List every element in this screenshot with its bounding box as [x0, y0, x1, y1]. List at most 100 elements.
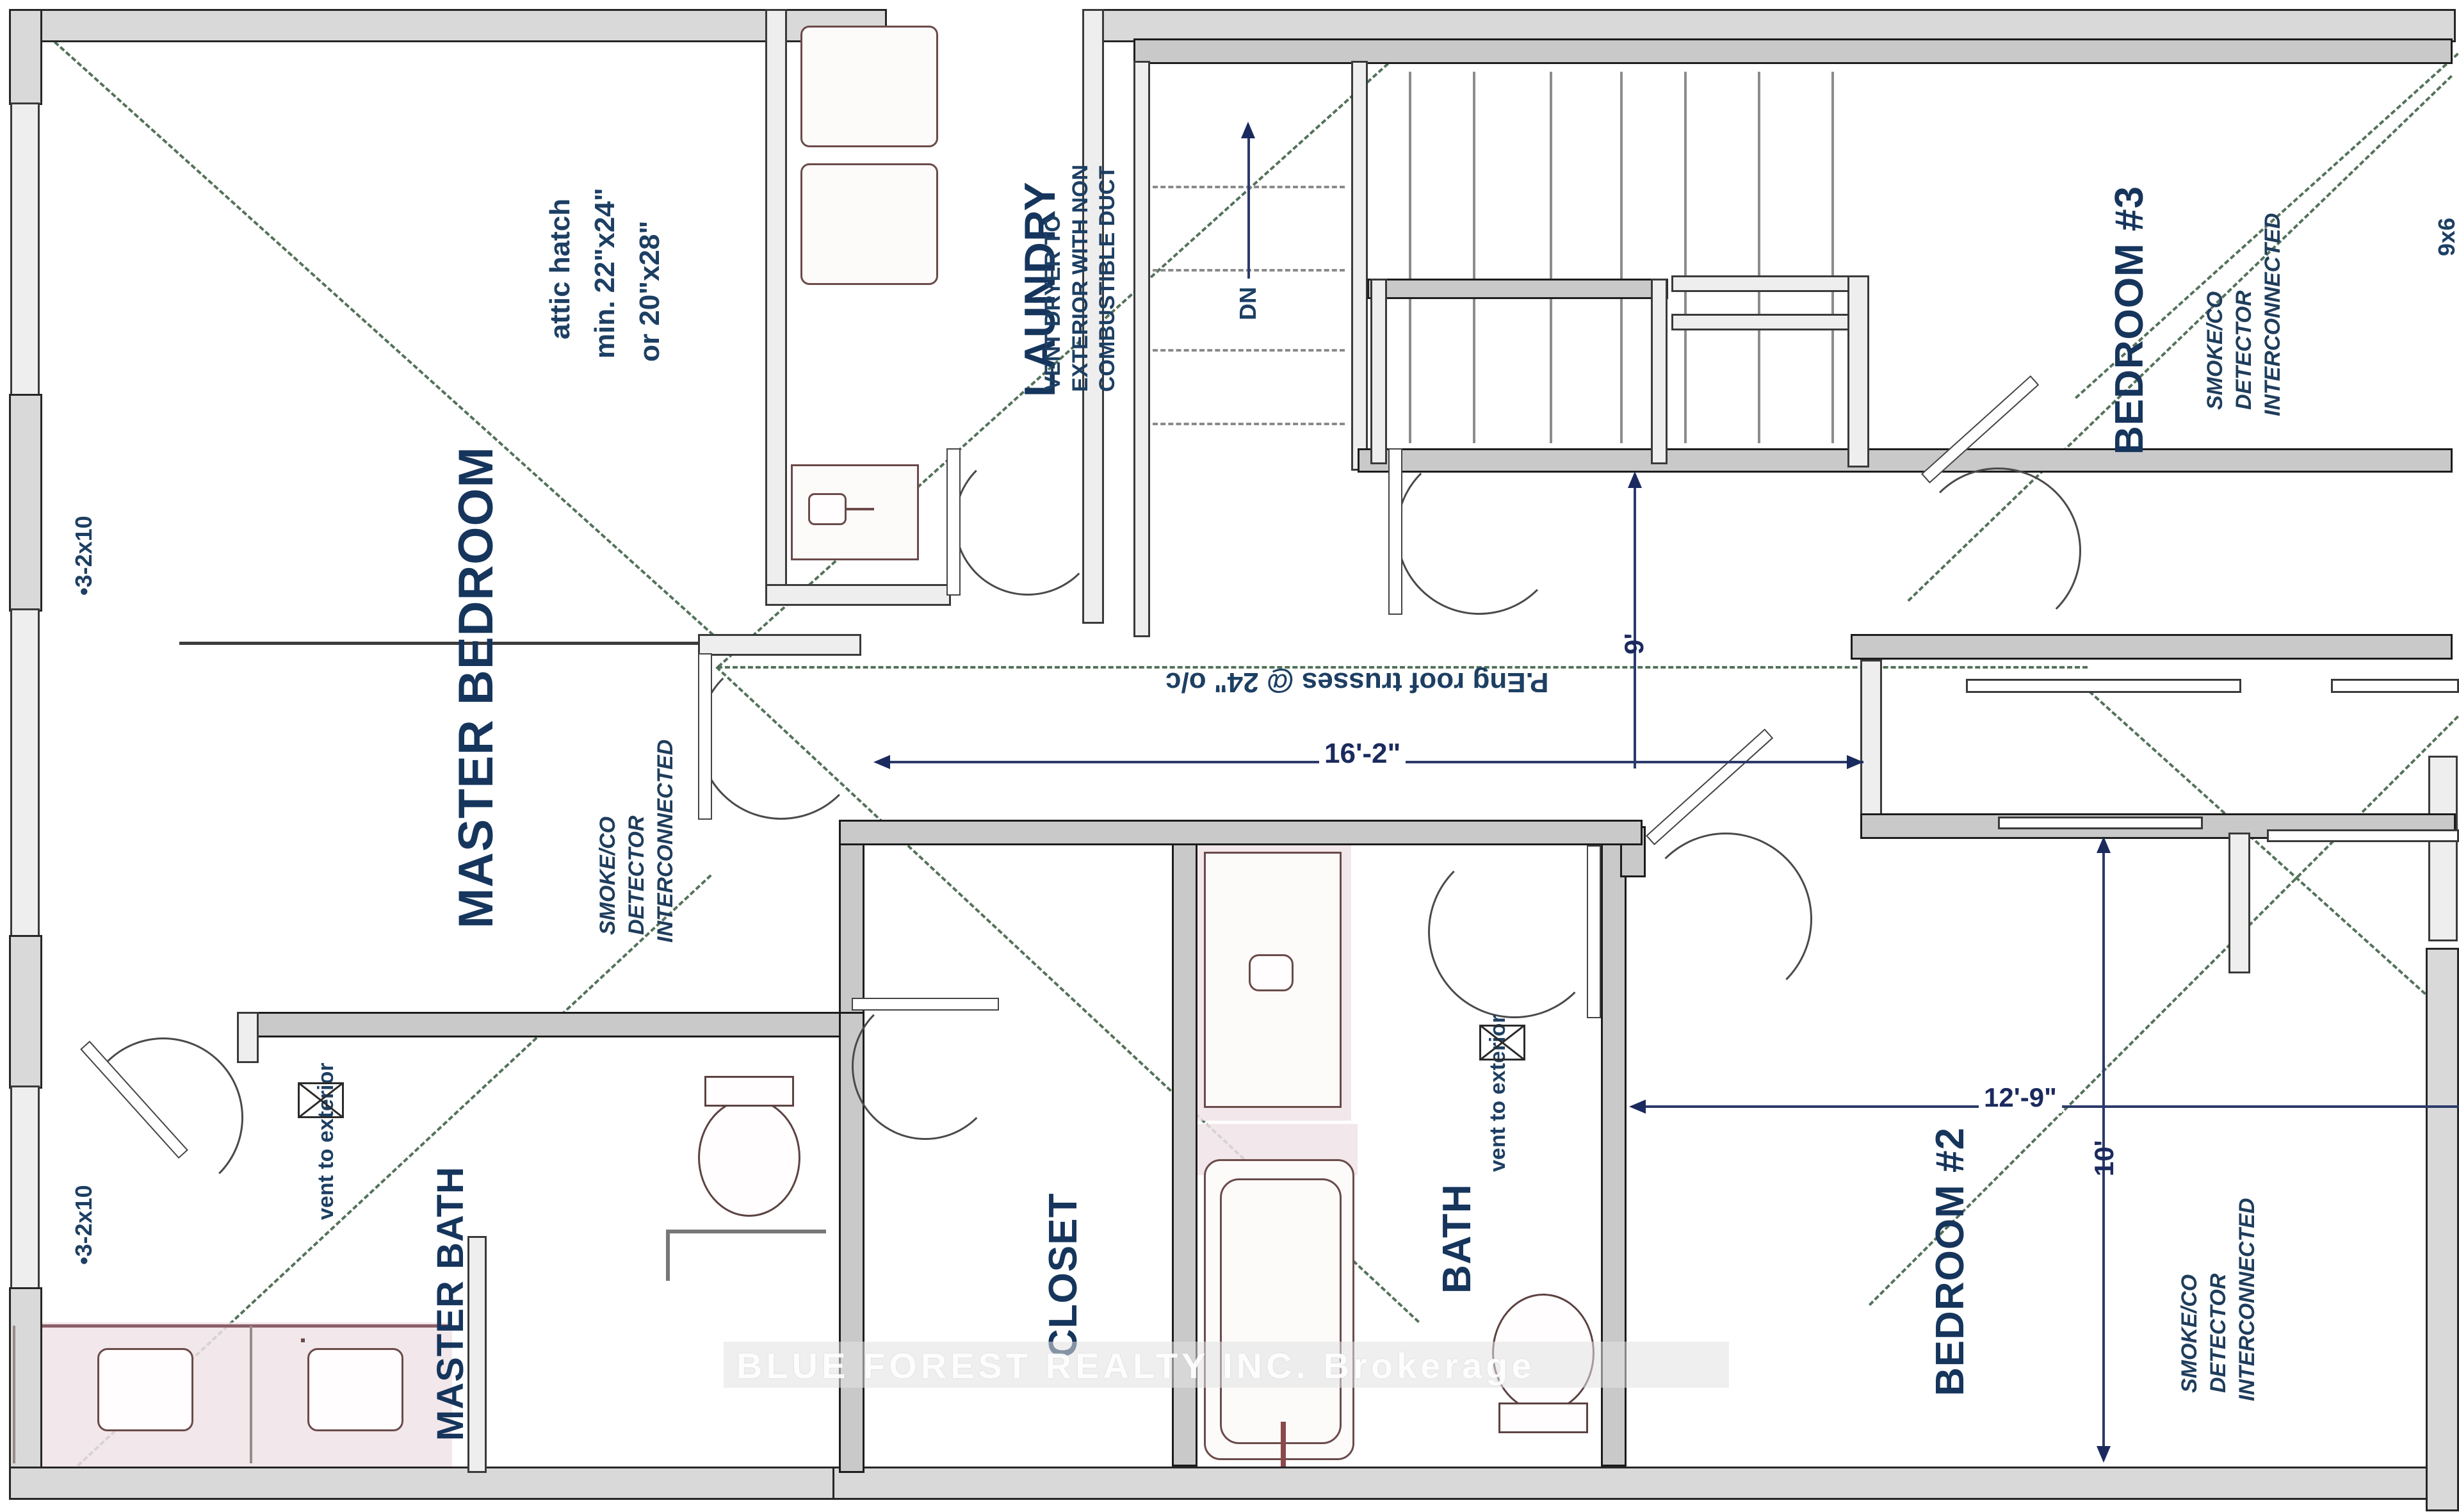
stair-wall-mid: [1358, 448, 2453, 473]
note-beam-lower: •3-2x10: [70, 1185, 97, 1265]
stair-stringer: [1758, 72, 1760, 443]
dimension-arrow-right-icon: [1847, 755, 1863, 769]
stair-direction-line: [1247, 138, 1250, 279]
dimension-arrow-left-icon: [1629, 1100, 1646, 1114]
master-bath-door-arc: [83, 1037, 243, 1198]
exterior-wall-right: [2426, 948, 2459, 1511]
roof-ridge-line: [717, 666, 2088, 669]
hall-wall-right-return: [1860, 660, 1882, 826]
shower-drain-icon: [1249, 954, 1294, 991]
dimension-arrow-up-icon: [2097, 836, 2111, 853]
dryer-fixture: [800, 163, 938, 285]
exhaust-fan-icon: [298, 1082, 344, 1118]
master-toilet-tank: [704, 1076, 794, 1107]
stair-divider: [1351, 61, 1368, 471]
note-smoke-master-line1: SMOKE/CO: [596, 816, 620, 935]
bath-toilet-tank: [1498, 1402, 1588, 1433]
note-edge-fragment: 9x6: [2433, 217, 2459, 256]
hall-wall-upper: [698, 634, 861, 656]
note-smoke-bed3-line2: DETECTOR: [2232, 290, 2256, 410]
hall-door-leaf: [1388, 448, 1402, 615]
master-bedroom-door-leaf: [698, 653, 712, 820]
laundry-door-arc: [954, 448, 1101, 596]
stair-stringer: [1409, 72, 1411, 443]
dimension-hall-width: 16'-2": [1319, 738, 1406, 770]
window-right: [2428, 756, 2458, 941]
exhaust-fan-icon: [1479, 1025, 1525, 1061]
exterior-wall-left: [9, 935, 42, 1089]
closet-rail: [1998, 817, 2203, 829]
exterior-wall-top: [38, 9, 775, 42]
closet-door-leaf: [852, 998, 999, 1011]
toilet-partition-line: [666, 1230, 670, 1281]
dimension-line-center-height: [1634, 487, 1636, 768]
note-laundry-vent-line3: COMBUSTIBLE DUCT: [1095, 165, 1119, 392]
stair-tread: [1153, 349, 1345, 352]
master-bedroom-door-arc: [698, 653, 864, 820]
roof-line: [2082, 685, 2459, 1201]
note-smoke-bed2-line1: SMOKE/CO: [2177, 1274, 2202, 1393]
note-laundry-vent-line1: VENT DRYER TO: [1041, 215, 1065, 391]
stair-wall-top: [1133, 38, 2453, 64]
hall-wall-line: [179, 642, 858, 645]
bedroom2-right-return: [2228, 833, 2250, 973]
note-smoke-master-line3: INTERCONNECTED: [653, 739, 678, 943]
stair-stringer: [1620, 72, 1623, 443]
toilet-partition-line: [666, 1230, 826, 1233]
stair-stringer: [1684, 72, 1687, 443]
note-laundry-vent-line2: EXTERIOR WITH NON: [1068, 164, 1092, 392]
vanity-divider: [250, 1326, 252, 1463]
note-attic-hatch-line1: attic hatch: [544, 198, 576, 339]
dimension-arrow-left-icon: [873, 755, 890, 769]
closet-door-arc: [852, 993, 999, 1140]
note-smoke-bed3-line3: INTERCONNECTED: [2260, 213, 2285, 416]
masterbath-right-wall: [839, 1012, 864, 1473]
dimension-bedroom2-depth: 10': [2089, 1140, 2119, 1176]
landing-box-wall: [1651, 279, 1668, 464]
bath-door-arc: [1428, 845, 1601, 1018]
landing-box-wall: [1367, 279, 1668, 299]
closet-rail: [2267, 829, 2459, 842]
room-label-master-bath: MASTER BATH: [430, 1166, 471, 1441]
exterior-wall-bottom: [832, 1467, 2459, 1500]
laundry-faucet-icon: [845, 508, 874, 510]
laundry-sink-bowl: [808, 493, 847, 525]
closet-shelf: [1671, 314, 1857, 330]
hall-door-arc: [1396, 448, 1562, 615]
laundry-wall-bottom: [765, 584, 951, 606]
masterbath-left-return: [237, 1012, 259, 1063]
exterior-wall-left: [9, 394, 42, 612]
room-label-bedroom2: BEDROOM #2: [1928, 1127, 1972, 1396]
note-roof-trusses: P.Eng roof trusses @ 24" o/c: [1165, 667, 1549, 698]
vanity-sink-left: [97, 1348, 193, 1431]
masterbath-stub-wall: [467, 1236, 487, 1473]
exterior-wall-left: [9, 9, 42, 105]
stair-direction-label: DN: [1235, 287, 1261, 320]
landing-box-wall: [1370, 279, 1387, 464]
tub-faucet-icon: [1281, 1422, 1286, 1467]
bathtub-inner: [1220, 1178, 1342, 1444]
bedroom2-door-arc: [1639, 833, 1812, 1005]
bedroom3-door-arc: [1915, 467, 2081, 634]
exterior-wall-top: [1101, 9, 2456, 42]
dimension-bedroom2-width: 12'-9": [1979, 1082, 2062, 1113]
room-label-master-bedroom: MASTER BEDROOM: [449, 446, 503, 929]
vanity-counter-edge: [42, 1324, 452, 1328]
exterior-wall-bottom: [9, 1467, 835, 1500]
stair-tread: [1153, 423, 1345, 425]
laundry-door-leaf: [946, 448, 961, 596]
window-left-lower: [10, 1085, 40, 1290]
closet-rail: [2331, 679, 2459, 693]
room-label-closet: CLOSET: [1041, 1192, 1085, 1358]
vanity-left-edge: [13, 1326, 15, 1463]
lower-band-top-wall: [839, 820, 1643, 845]
window-left-upper: [10, 102, 40, 397]
note-smoke-bed3-line1: SMOKE/CO: [2203, 291, 2227, 410]
closet-shelf: [1671, 275, 1857, 292]
dimension-line-bedroom2-depth: [2102, 852, 2105, 1454]
dimension-center-height: 9': [1619, 633, 1649, 654]
stair-stringer: [1473, 72, 1475, 443]
note-smoke-bed2-line3: INTERCONNECTED: [2235, 1198, 2259, 1401]
bath-door-leaf: [1587, 845, 1601, 1018]
dimension-arrow-up-icon: [1628, 471, 1642, 488]
